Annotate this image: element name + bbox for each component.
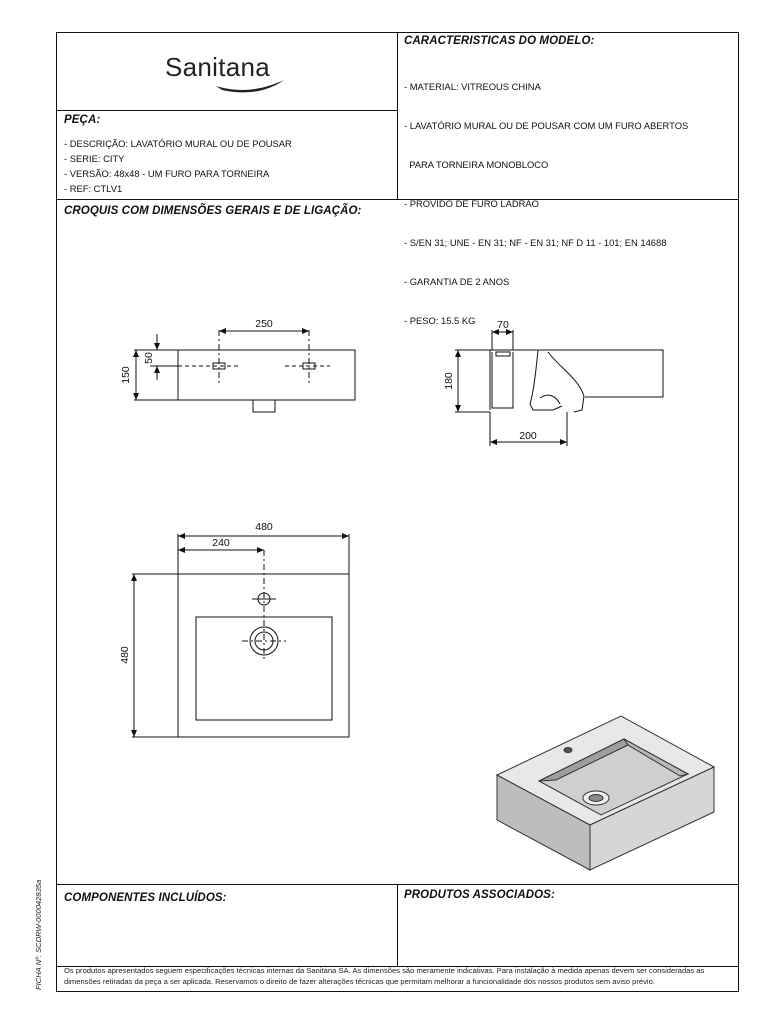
dim-side-top: 70 <box>497 319 509 331</box>
isometric-view-drawing <box>495 715 716 871</box>
footer-disclaimer: Os produtos apresentados seguem especifi… <box>64 966 705 986</box>
piece-title: PEÇA: <box>64 114 101 126</box>
dimension-arrows <box>131 328 567 737</box>
header-divider <box>397 32 398 199</box>
list-item: - VERSÃO: 48x48 - UM FURO PARA TORNEIRA <box>64 168 270 179</box>
list-item: - PESO: 15.5 KG <box>404 315 476 326</box>
list-item: - REF: CTLV1 <box>64 183 123 194</box>
list-item: PARA TORNEIRA MONOBLOCO <box>404 159 549 170</box>
dim-front-top-offset: 50 <box>143 352 155 364</box>
plan-view-drawing <box>132 534 350 738</box>
model-characteristics-list: - MATERIAL: VITREOUS CHINA - LAVATÓRIO M… <box>404 54 688 340</box>
header-bottom-line <box>56 199 739 200</box>
list-item: - LAVATÓRIO MURAL OU DE POUSAR COM UM FU… <box>404 120 689 131</box>
sanitana-logo: Sanitana <box>165 52 270 83</box>
associated-products-title: PRODUTOS ASSOCIADOS: <box>404 889 555 901</box>
ficha-number: FICHA Nº: SCDRW-000042835a <box>34 879 43 990</box>
side-view-drawing <box>455 330 664 446</box>
logo-text: Sanitana <box>165 52 271 82</box>
list-item: - PROVIDO DE FURO LADRÃO <box>404 198 539 209</box>
list-item: - GARANTIA DE 2 ANOS <box>404 276 510 287</box>
dim-side-depth: 200 <box>519 430 537 442</box>
dim-side-height: 180 <box>443 372 455 390</box>
dim-plan-half: 240 <box>212 537 230 549</box>
piece-list: - DESCRIÇÃO: LAVATÓRIO MURAL OU DE POUSA… <box>64 136 292 196</box>
list-item: - MATERIAL: VITREOUS CHINA <box>404 81 541 92</box>
front-view-drawing <box>134 330 356 413</box>
dim-front-spacing: 250 <box>255 318 273 330</box>
footer-line <box>56 966 739 967</box>
included-components-title: COMPONENTES INCLUÍDOS: <box>64 892 227 904</box>
list-item: - DESCRIÇÃO: LAVATÓRIO MURAL OU DE POUSA… <box>64 138 292 149</box>
model-characteristics-title: CARACTERISTICAS DO MODELO: <box>404 35 595 47</box>
sketches-title: CROQUIS COM DIMENSÕES GERAIS E DE LIGAÇÃ… <box>64 205 362 217</box>
dim-front-height: 150 <box>120 366 132 384</box>
list-item: - SERIE: CITY <box>64 153 125 164</box>
dim-plan-depth: 480 <box>119 646 131 664</box>
dim-plan-width: 480 <box>255 521 273 533</box>
logo-divider <box>56 110 397 111</box>
list-item: - S/EN 31; UNE - EN 31; NF - EN 31; NF D… <box>404 237 667 248</box>
bottom-divider <box>397 884 398 966</box>
